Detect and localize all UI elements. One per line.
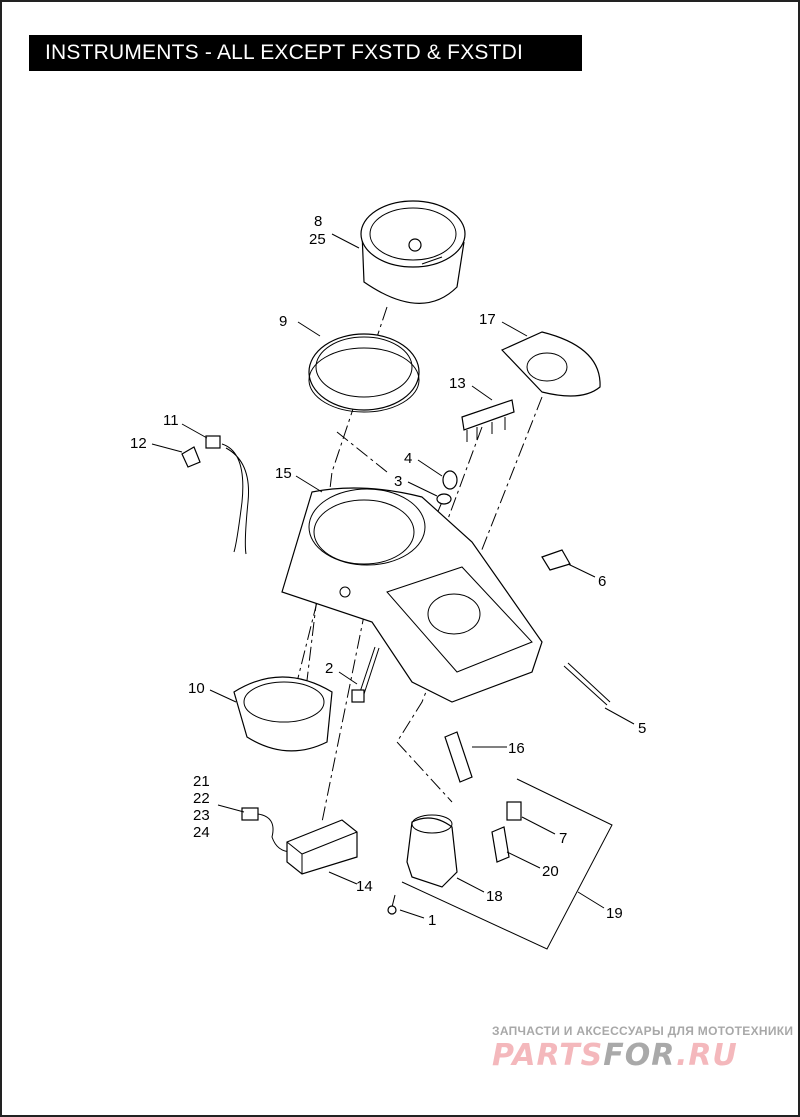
kit-bracket bbox=[401, 778, 613, 950]
callout-labels: 8 25 9 17 13 11 12 4 3 15 6 2 10 5 16 21… bbox=[130, 213, 646, 929]
gasket-ring bbox=[308, 333, 420, 413]
callout-2: 2 bbox=[325, 660, 333, 677]
control-module bbox=[286, 819, 358, 875]
logo-part-parts: PARTS bbox=[492, 1038, 604, 1073]
callout-16: 16 bbox=[508, 740, 525, 757]
callout-7: 7 bbox=[559, 830, 567, 847]
key bbox=[491, 826, 510, 863]
decal bbox=[500, 331, 601, 397]
callout-5: 5 bbox=[638, 720, 646, 737]
callout-21: 21 bbox=[193, 773, 210, 790]
callout-9: 9 bbox=[279, 313, 287, 330]
callout-18: 18 bbox=[486, 888, 503, 905]
bolt bbox=[351, 646, 380, 703]
wiring-connector bbox=[241, 807, 293, 853]
callout-22: 22 bbox=[193, 790, 210, 807]
key-cap bbox=[506, 801, 522, 821]
logo-part-for: FOR bbox=[603, 1038, 676, 1073]
callout-13: 13 bbox=[449, 375, 466, 392]
callout-24: 24 bbox=[193, 824, 210, 841]
callout-20: 20 bbox=[542, 863, 559, 880]
indicator-lamp-housing bbox=[461, 399, 515, 442]
callout-14: 14 bbox=[356, 878, 373, 895]
indicator-bulb-harness bbox=[181, 435, 250, 555]
callout-19: 19 bbox=[606, 905, 623, 922]
callout-10: 10 bbox=[188, 680, 205, 697]
ignition-switch bbox=[406, 814, 458, 888]
instrument-console bbox=[281, 487, 543, 703]
callout-1: 1 bbox=[428, 912, 436, 929]
nut bbox=[442, 470, 458, 490]
screw bbox=[387, 894, 397, 915]
speedometer-bracket bbox=[233, 676, 333, 752]
clip bbox=[541, 549, 571, 571]
callout-12: 12 bbox=[130, 435, 147, 452]
plate bbox=[444, 731, 473, 783]
callout-8: 8 bbox=[314, 213, 322, 230]
watermark-tagline: ЗАПЧАСТИ И АКСЕССУАРЫ ДЛЯ МОТОТЕХНИКИ bbox=[492, 1024, 794, 1038]
washer bbox=[436, 493, 452, 505]
callout-4: 4 bbox=[404, 450, 412, 467]
logo-part-ru: .RU bbox=[675, 1038, 738, 1073]
callout-23: 23 bbox=[193, 807, 210, 824]
callout-15: 15 bbox=[275, 465, 292, 482]
callout-17: 17 bbox=[479, 311, 496, 328]
cable-strap bbox=[563, 662, 611, 706]
speedometer bbox=[360, 200, 466, 304]
callout-6: 6 bbox=[598, 573, 606, 590]
leader-lines bbox=[151, 233, 635, 919]
callout-3: 3 bbox=[394, 473, 402, 490]
callout-11: 11 bbox=[163, 412, 179, 429]
callout-25: 25 bbox=[309, 231, 326, 248]
diagram-title: INSTRUMENTS - ALL EXCEPT FXSTD & FXSTDI bbox=[29, 35, 582, 71]
watermark-logo: PARTSFOR.RU bbox=[492, 1038, 738, 1073]
